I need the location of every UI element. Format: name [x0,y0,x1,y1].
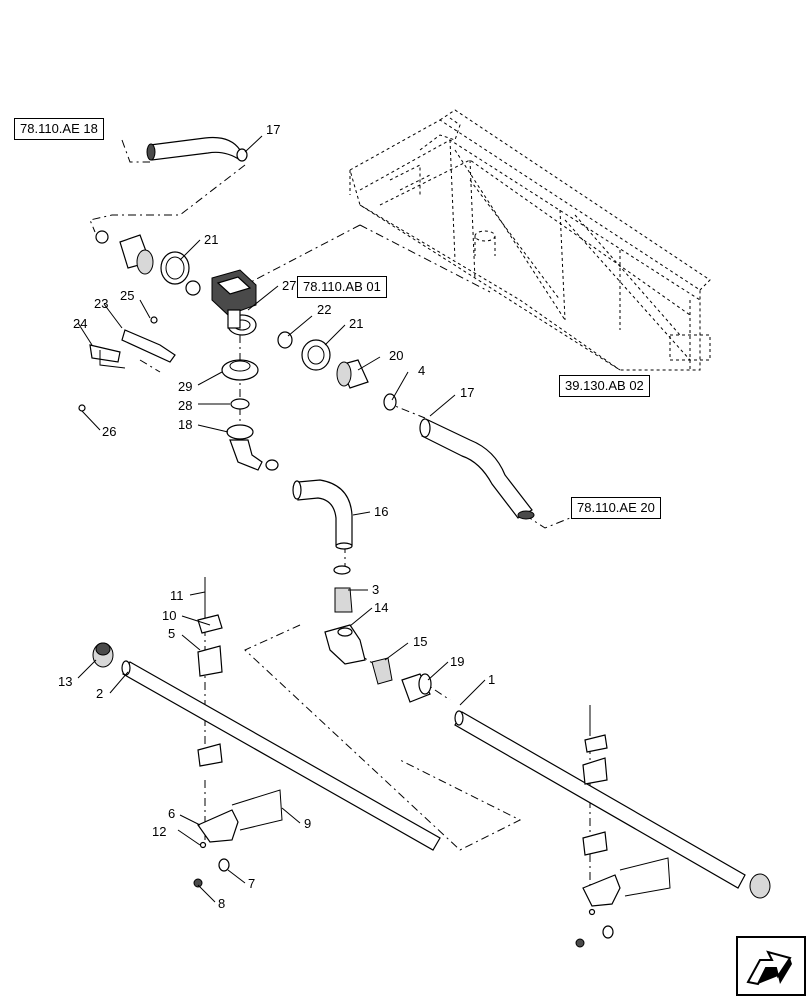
reference-ae20[interactable]: 78.110.AE 20 [571,497,661,519]
callout-11: 11 [170,588,184,603]
arrow-graphic [746,950,792,986]
assembly-lines [89,139,591,900]
callout-24: 24 [73,316,87,331]
callout-9: 9 [304,816,311,831]
callout-26: 26 [102,424,116,439]
callout-18: 18 [178,417,192,432]
left-pipe-2 [92,642,441,851]
reference-ab02[interactable]: 39.130.AB 02 [559,375,650,397]
tee-assembly [324,565,432,703]
boom-frame [349,109,711,371]
callout-5: 5 [168,626,175,641]
callout-6: 6 [168,806,175,821]
callout-28: 28 [178,398,192,413]
callout-23: 23 [94,296,108,311]
bracket-23-24 [78,316,176,412]
callout-20: 20 [389,348,403,363]
elbow-assembly [221,359,279,471]
callout-17-right: 17 [460,385,474,400]
right-pipe-1 [454,710,771,899]
callout-21-left: 21 [204,232,218,247]
callout-13: 13 [58,674,72,689]
callout-16: 16 [374,504,388,519]
callout-7: 7 [248,876,255,891]
callout-22: 22 [317,302,331,317]
callout-12: 12 [152,824,166,839]
upper-fittings [95,230,201,296]
callout-2: 2 [96,686,103,701]
callout-21-right: 21 [349,316,363,331]
callout-8: 8 [218,896,225,911]
left-clamp-assembly [193,577,283,888]
reference-ab01[interactable]: 78.110.AB 01 [297,276,387,298]
next-page-arrow-icon[interactable] [736,936,806,996]
callout-1: 1 [488,672,495,687]
callout-14: 14 [374,600,388,615]
callout-numbers: 17 21 27 22 21 20 4 17 25 23 24 26 29 28… [58,122,495,911]
reference-ae18[interactable]: 78.110.AE 18 [14,118,104,140]
callout-29: 29 [178,379,192,394]
callout-4: 4 [418,363,425,378]
valve-27 [211,269,257,336]
upper-hose-17 [146,136,248,162]
right-clamp-assembly [575,705,671,948]
callout-3: 3 [372,582,379,597]
callout-10: 10 [162,608,176,623]
hose-17-right [419,418,535,520]
callout-15: 15 [413,634,427,649]
callout-17-top: 17 [266,122,280,137]
side-fittings [277,331,397,411]
callout-19: 19 [450,654,464,669]
leader-lines [77,135,486,903]
callout-25: 25 [120,288,134,303]
hose-16 [292,479,353,550]
callout-27: 27 [282,278,296,293]
